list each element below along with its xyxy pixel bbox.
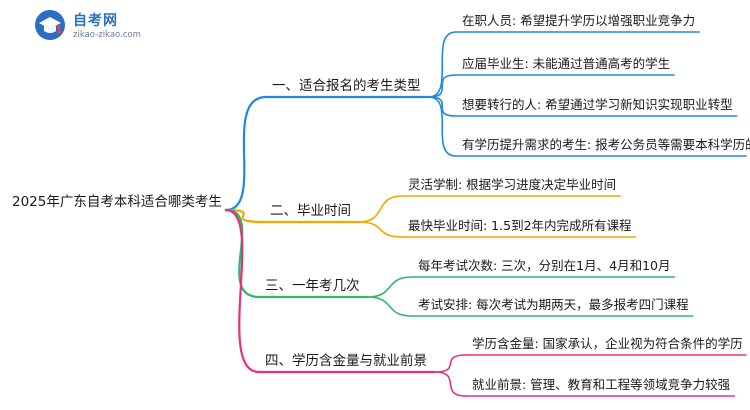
branch-3-leaf-2: 考试安排: 每次考试为期两天，最多报考四门课程: [418, 297, 689, 312]
branch-2-label: 二、毕业时间: [270, 203, 351, 219]
branch-2-leaf-1-connector: [358, 195, 403, 223]
logo-url: zikao-zikao.com: [73, 30, 141, 40]
branch-3-leaf-1-connector: [366, 276, 413, 298]
branch-4-leaf-1-connector: [434, 354, 467, 373]
branch-2-connector: [224, 208, 266, 224]
branch-1-leaf-2-connector: [427, 74, 457, 98]
branch-4-leaf-2-connector: [434, 371, 467, 397]
branch-4-connector: [224, 208, 261, 374]
branch-2-leaf-1: 灵活学制: 根据学习进度决定毕业时间: [408, 177, 617, 192]
branch-1-leaf-2: 应届毕业生: 未能通过普通高考的学生: [462, 56, 671, 71]
branch-1-leaf-4-connector: [427, 96, 457, 157]
branch-4-leaf-1: 学历含金量: 国家承认，企业视为符合条件的学历: [472, 336, 743, 351]
branch-1-leaf-3-connector: [427, 96, 457, 117]
branch-1-label: 一、适合报名的考生类型: [272, 78, 421, 94]
branch-4-leaf-2: 就业前景: 管理、教育和工程等领域竞争力较强: [472, 377, 731, 392]
branch-2-leaf-2: 最快毕业时间: 1.5到2年内完成所有课程: [408, 218, 632, 233]
root-topic: 2025年广东自考本科适合哪类考生: [12, 194, 222, 210]
graduation-cap-icon: [35, 10, 65, 40]
branch-1-leaf-1: 在职人员: 希望提升学历以增强职业竞争力: [462, 13, 696, 28]
branch-1-leaf-4: 有学历提升需求的考生: 报考公务员等需要本科学历的职位: [462, 137, 750, 152]
branch-1-leaf-1-connector: [427, 31, 457, 98]
branch-3-label: 三、一年考几次: [265, 278, 360, 294]
branch-3-leaf-1: 每年考试次数: 三次，分别在1月、4月和10月: [418, 258, 671, 273]
branch-1-connector: [224, 95, 268, 212]
logo-title: 自考网: [73, 13, 118, 29]
branch-1-leaf-3: 想要转行的人: 希望通过学习新知识实现职业转型: [462, 97, 733, 112]
branch-4-label: 四、学历含金量与就业前景: [265, 353, 427, 369]
branch-3-leaf-2-connector: [366, 296, 413, 317]
branch-3-connector: [224, 208, 261, 299]
branch-2-leaf-2-connector: [358, 221, 403, 238]
site-logo: 自考网 zikao-zikao.com: [33, 4, 168, 46]
